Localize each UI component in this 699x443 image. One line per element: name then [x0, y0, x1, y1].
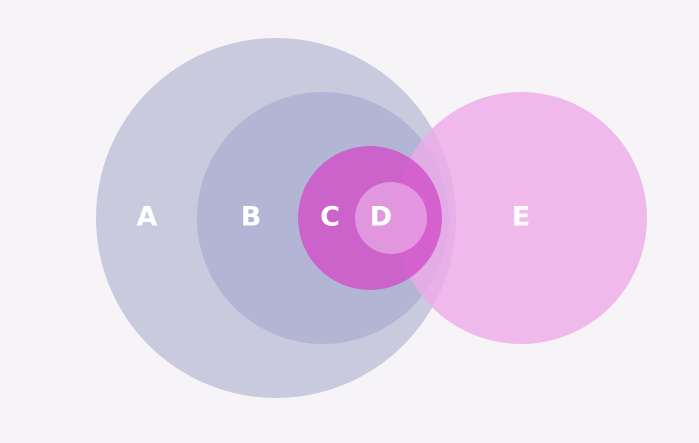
label-d: D: [370, 202, 392, 233]
label-c: C: [320, 202, 340, 233]
circle-d: [355, 182, 427, 254]
label-b: B: [241, 202, 262, 233]
label-a: A: [137, 202, 158, 233]
circle-e: [395, 92, 647, 344]
label-e: E: [512, 202, 530, 233]
